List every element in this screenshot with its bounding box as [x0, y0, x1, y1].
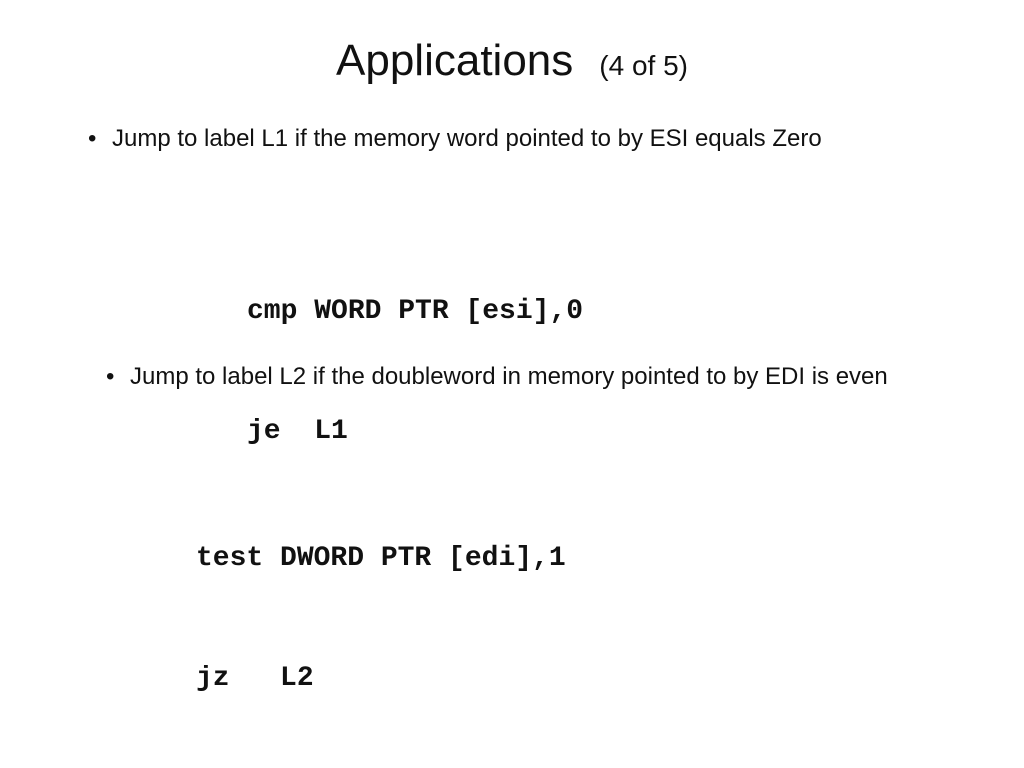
- code-line: jz L2: [196, 663, 314, 694]
- slide-title: Applications (4 of 5): [0, 36, 1024, 86]
- code-line: test DWORD PTR [edi],1: [196, 543, 566, 574]
- bullet-marker: •: [106, 363, 115, 390]
- code-block: test DWORD PTR [edi],1 jz L2: [196, 459, 566, 739]
- bullet-item: • Jump to label L2 if the doubleword in …: [106, 360, 936, 394]
- bullet-marker: •: [88, 125, 97, 152]
- code-block: cmp WORD PTR [esi],0 je L1: [247, 212, 583, 492]
- code-line: je L1: [247, 416, 348, 447]
- bullet-item: • Jump to label L1 if the memory word po…: [88, 122, 948, 156]
- bullet-text: Jump to label L2 if the doubleword in me…: [130, 363, 888, 390]
- slide-title-sub: (4 of 5): [599, 50, 688, 81]
- bullet-text: Jump to label L1 if the memory word poin…: [112, 125, 822, 152]
- code-line: cmp WORD PTR [esi],0: [247, 296, 584, 327]
- slide-title-main: Applications: [336, 36, 574, 85]
